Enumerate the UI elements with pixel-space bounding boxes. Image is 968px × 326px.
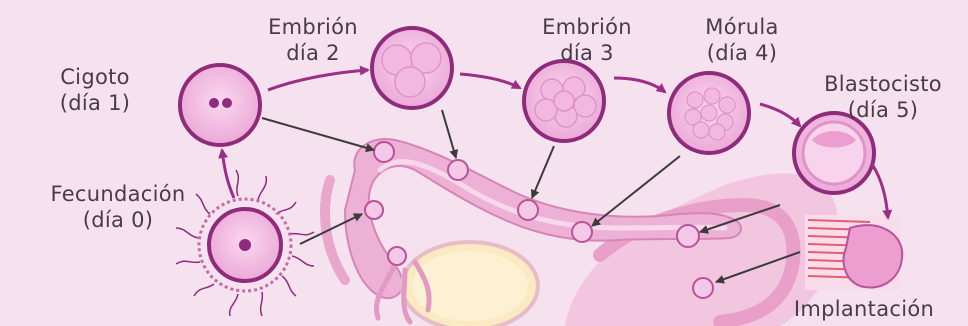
label-embrion-dia3-title: Embrión [522, 14, 652, 40]
label-implantacion: Implantación [764, 296, 964, 322]
embryo-in-tube-1 [374, 142, 394, 162]
arrow-day2-to-day3 [460, 74, 520, 88]
label-implantacion-title: Implantación [764, 296, 964, 322]
label-fecundacion: Fecundación (día 0) [18, 181, 218, 233]
zygote-cell [180, 65, 260, 145]
label-cigoto-day: (día 1) [40, 90, 150, 116]
label-embrion-dia2-title: Embrión [248, 14, 378, 40]
arrow-fertilization-to-zygote [222, 150, 234, 198]
label-embrion-dia3: Embrión día 3 [522, 14, 652, 66]
pointer-day3-to-tube [532, 146, 554, 198]
label-morula: Mórula (día 4) [682, 14, 802, 66]
label-morula-day: (día 4) [682, 40, 802, 66]
label-blastocisto: Blastocisto (día 5) [808, 71, 958, 123]
label-fecundacion-title: Fecundación [18, 181, 218, 207]
label-blastocisto-title: Blastocisto [808, 71, 958, 97]
label-fecundacion-day: (día 0) [18, 207, 218, 233]
embryo-in-tube-4 [572, 222, 592, 242]
label-embrion-dia2-day: día 2 [248, 40, 378, 66]
implanting-blastocyst [844, 225, 903, 287]
embryo-day2-cell [372, 28, 452, 108]
embryo-in-tube-2 [448, 160, 468, 180]
embryo-in-tube-6 [365, 201, 383, 219]
morula-cell [669, 73, 749, 153]
embryo-in-tube-5 [677, 225, 699, 247]
label-embrion-dia2: Embrión día 2 [248, 14, 378, 66]
label-morula-title: Mórula [682, 14, 802, 40]
embryo-in-tube-7 [388, 247, 406, 265]
arrow-zygote-to-day2 [268, 70, 368, 90]
arrow-day3-to-morula [614, 78, 665, 92]
arrow-blastocyst-to-implantation [872, 164, 888, 218]
embryo-day3-cell [524, 61, 604, 141]
label-cigoto-title: Cigoto [40, 64, 150, 90]
pointer-zygote-to-tube [262, 118, 374, 150]
arrow-morula-to-blastocyst [760, 104, 800, 126]
pointer-day2-to-tube [442, 110, 456, 158]
label-blastocisto-day: (día 5) [808, 97, 958, 123]
label-cigoto: Cigoto (día 1) [40, 64, 150, 116]
blastocyst-cell [794, 113, 874, 193]
label-embrion-dia3-day: día 3 [522, 40, 652, 66]
embryo-in-tube-3 [518, 200, 538, 220]
embryo-implanted [693, 278, 713, 298]
